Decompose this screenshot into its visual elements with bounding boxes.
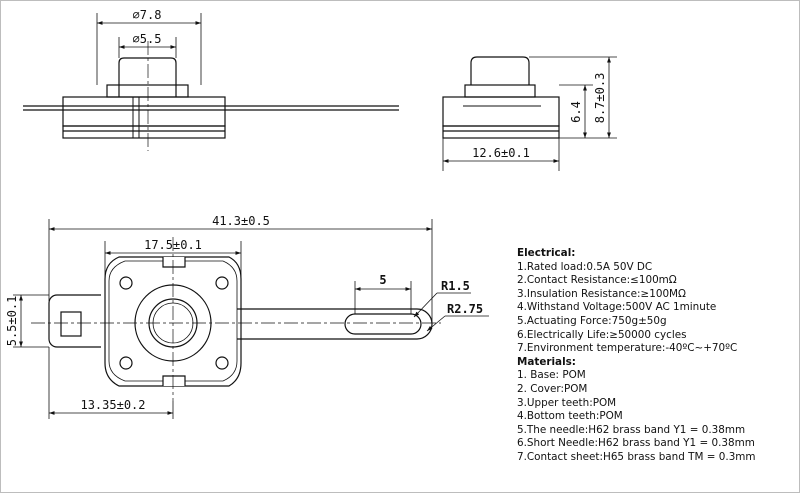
- top-view: [13, 219, 489, 419]
- body-width-dim: 12.6±0.1: [472, 146, 530, 160]
- material-item: 1. Base: POM: [517, 369, 586, 382]
- electrical-item: 1.Rated load:0.5A 50V DC: [517, 260, 653, 273]
- material-item: 3.Upper teeth:POM: [517, 396, 617, 409]
- inner-diameter-dim: ⌀5.5: [133, 32, 162, 46]
- material-item: 5.The needle:H62 brass band Y1 = 0.38mm: [517, 423, 746, 436]
- slot-length-dim: 5: [379, 273, 386, 287]
- total-height-dim: 8.7±0.3: [593, 73, 607, 124]
- tab-height-dim: 5.5±0.1: [5, 296, 19, 347]
- material-item: 4.Bottom teeth:POM: [517, 410, 623, 423]
- electrical-item: 2.Contact Resistance:≤100mΩ: [517, 274, 677, 287]
- materials-heading: Materials:: [517, 355, 576, 368]
- electrical-item: 6.Electrically Life:≥50000 cycles: [517, 328, 687, 341]
- body-height-dim: 6.4: [569, 101, 583, 123]
- outer-diameter-dim: ⌀7.8: [133, 8, 162, 22]
- overall-length-dim: 41.3±0.5: [212, 214, 270, 228]
- slot-radius-dim: R1.5: [441, 279, 470, 293]
- flange-width-dim: 17.5±0.1: [144, 238, 202, 252]
- electrical-item: 7.Environment temperature:-40ºC~+70ºC: [517, 342, 738, 355]
- material-item: 2. Cover:POM: [517, 382, 588, 395]
- electrical-item: 3.Insulation Resistance:≥100MΩ: [517, 287, 686, 300]
- front-view: [23, 13, 399, 151]
- center-offset-dim: 13.35±0.2: [80, 398, 145, 412]
- electrical-item: 5.Actuating Force:750g±50g: [517, 314, 667, 327]
- electrical-heading: Electrical:: [517, 247, 576, 259]
- side-view: [442, 56, 617, 171]
- material-item: 6.Short Needle:H62 brass band Y1 = 0.38m…: [517, 437, 755, 450]
- specifications-panel: Electrical: 1.Rated load:0.5A 50V DC 2.C…: [517, 247, 793, 465]
- material-item: 7.Contact sheet:H65 brass band TM = 0.3m…: [517, 450, 756, 463]
- tab-radius-dim: R2.75: [447, 302, 483, 316]
- electrical-item: 4.Withstand Voltage:500V AC 1minute: [517, 301, 717, 314]
